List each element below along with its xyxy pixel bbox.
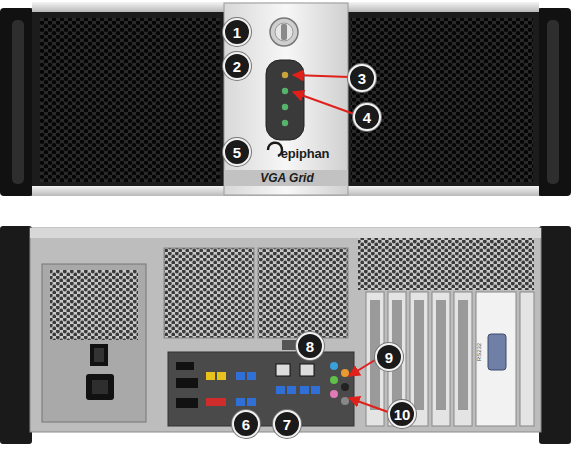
psu-grille bbox=[50, 270, 138, 340]
rack-ear bbox=[537, 8, 571, 196]
handle bbox=[547, 20, 559, 184]
logo-mark bbox=[268, 143, 282, 156]
slot-vent bbox=[414, 300, 424, 410]
rack-ear bbox=[0, 8, 34, 196]
usb-port bbox=[236, 398, 245, 406]
audio-jack bbox=[330, 362, 338, 370]
usb-port bbox=[217, 372, 226, 380]
front-view bbox=[0, 2, 571, 196]
led bbox=[282, 88, 288, 94]
audio-jack bbox=[341, 369, 349, 377]
audio-jack bbox=[330, 376, 338, 384]
hdmi-port bbox=[176, 378, 198, 388]
display-port bbox=[176, 398, 198, 408]
serial-bracket bbox=[476, 292, 516, 426]
slot-cover bbox=[520, 292, 534, 426]
power-switch bbox=[94, 348, 104, 362]
audio-jack bbox=[341, 397, 349, 405]
usb-port bbox=[206, 398, 226, 406]
rear-vent bbox=[358, 238, 534, 290]
led bbox=[282, 104, 288, 110]
power-socket bbox=[86, 374, 114, 400]
power-supply bbox=[42, 264, 146, 422]
handle bbox=[12, 20, 24, 184]
key-slot bbox=[281, 24, 287, 40]
ethernet-port bbox=[276, 364, 290, 376]
rack-ear bbox=[0, 226, 32, 444]
key-lock bbox=[275, 23, 293, 41]
power-socket bbox=[92, 380, 108, 394]
serial-port bbox=[488, 334, 506, 370]
slot-vent bbox=[436, 300, 446, 410]
power-switch bbox=[90, 344, 108, 366]
usb-port bbox=[276, 386, 285, 394]
ps2-port bbox=[176, 362, 194, 370]
fan bbox=[258, 248, 348, 338]
rear-trim bbox=[30, 228, 541, 238]
usb-port bbox=[206, 372, 215, 380]
model-band bbox=[224, 170, 348, 186]
audio-jack bbox=[330, 390, 338, 398]
model-name: VGA Grid bbox=[260, 172, 314, 184]
key-lock bbox=[270, 18, 298, 46]
usb-port bbox=[236, 372, 245, 380]
callout-number: 10 bbox=[388, 400, 416, 428]
front-grille bbox=[351, 18, 533, 182]
center-plate bbox=[224, 3, 348, 195]
callout-number: 6 bbox=[232, 410, 260, 438]
callout-number: 2 bbox=[223, 52, 251, 80]
usb-port bbox=[247, 372, 256, 380]
callout-number: 1 bbox=[223, 18, 251, 46]
brand-logo: epiphan bbox=[281, 147, 329, 160]
usb-port bbox=[311, 386, 320, 394]
io-shield bbox=[168, 352, 354, 426]
leader-arrow bbox=[349, 398, 388, 412]
callout-number: 5 bbox=[223, 138, 251, 166]
front-panel bbox=[32, 2, 539, 196]
slot-vent bbox=[458, 300, 468, 410]
led bbox=[282, 72, 288, 78]
leader-arrow bbox=[349, 360, 375, 376]
leader-arrow bbox=[293, 75, 349, 77]
callout-number: 9 bbox=[375, 343, 403, 371]
leader-arrow bbox=[293, 92, 354, 114]
rack-ear bbox=[539, 226, 571, 444]
callout-number: 4 bbox=[353, 103, 381, 131]
slot-cover bbox=[432, 292, 450, 426]
ethernet-port bbox=[300, 364, 314, 376]
led bbox=[282, 120, 288, 126]
led-panel bbox=[266, 60, 304, 140]
callout-number: 3 bbox=[348, 64, 376, 92]
usb-port bbox=[247, 398, 256, 406]
slot-cover bbox=[454, 292, 472, 426]
callout-number: 8 bbox=[296, 332, 324, 360]
front-grille bbox=[40, 18, 220, 182]
port-label: RS232 bbox=[476, 343, 482, 361]
usb-port bbox=[300, 386, 309, 394]
fan bbox=[164, 248, 254, 338]
rear-view bbox=[0, 226, 571, 444]
rear-panel bbox=[30, 228, 541, 432]
usb-port bbox=[287, 386, 296, 394]
audio-jack bbox=[341, 383, 349, 391]
callout-number: 7 bbox=[273, 410, 301, 438]
